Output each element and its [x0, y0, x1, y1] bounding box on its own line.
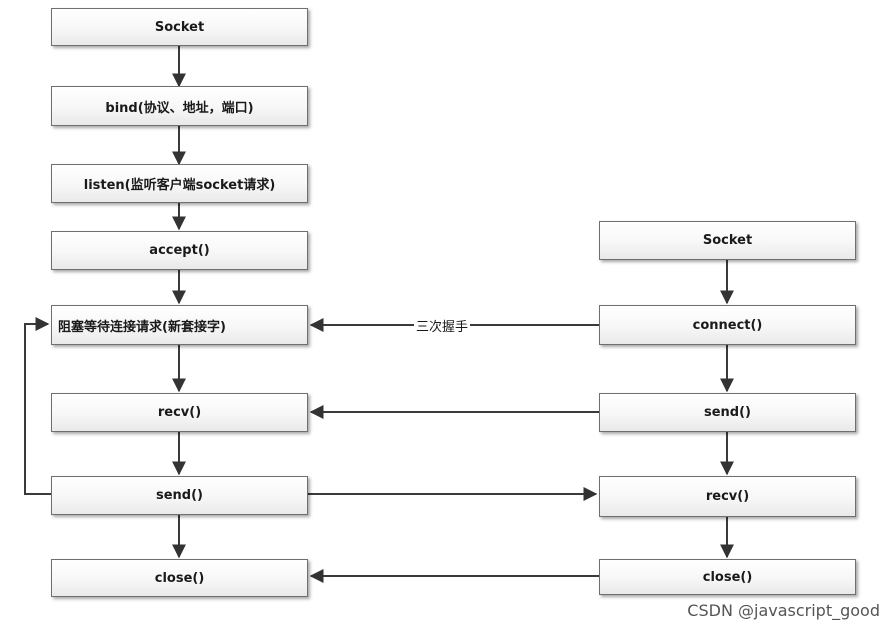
csdn-watermark: CSDN @javascript_good [687, 601, 880, 620]
client-socket-node: Socket [599, 221, 856, 260]
server-wait-node: 阻塞等待连接请求(新套接字) [51, 305, 308, 345]
server-socket-node: Socket [51, 8, 308, 46]
client-close-node: close() [599, 559, 856, 595]
server-accept-node: accept() [51, 231, 308, 270]
server-recv-node: recv() [51, 393, 308, 432]
server-listen-node: listen(监听客户端socket请求) [51, 164, 308, 203]
client-recv-node: recv() [599, 476, 856, 517]
arrow-loop-send-to-wait [24, 317, 52, 495]
handshake-label: 三次握手 [414, 316, 471, 335]
client-connect-node: connect() [599, 305, 856, 345]
client-send-node: send() [599, 393, 856, 432]
server-bind-node: bind(协议、地址，端口) [51, 86, 308, 126]
server-close-node: close() [51, 559, 308, 597]
server-send-node: send() [51, 476, 308, 515]
